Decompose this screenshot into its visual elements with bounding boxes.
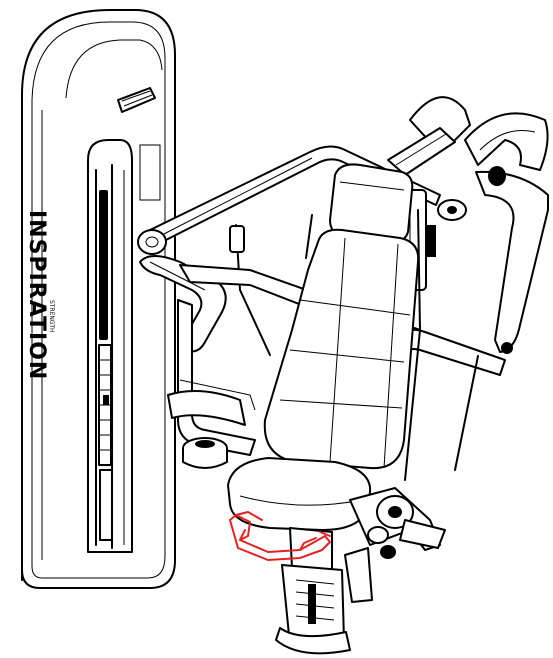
seat-backrest	[263, 163, 421, 481]
pivot-column	[387, 96, 471, 291]
foot-assist-bar	[229, 511, 331, 561]
weight-stack-tower: INSPIRATION STRENGTH	[21, 9, 176, 589]
brand-name: INSPIRATION	[24, 210, 49, 380]
brand-subline: STRENGTH	[48, 300, 55, 333]
seat-cushion	[227, 457, 446, 655]
brand-logo	[117, 87, 156, 113]
